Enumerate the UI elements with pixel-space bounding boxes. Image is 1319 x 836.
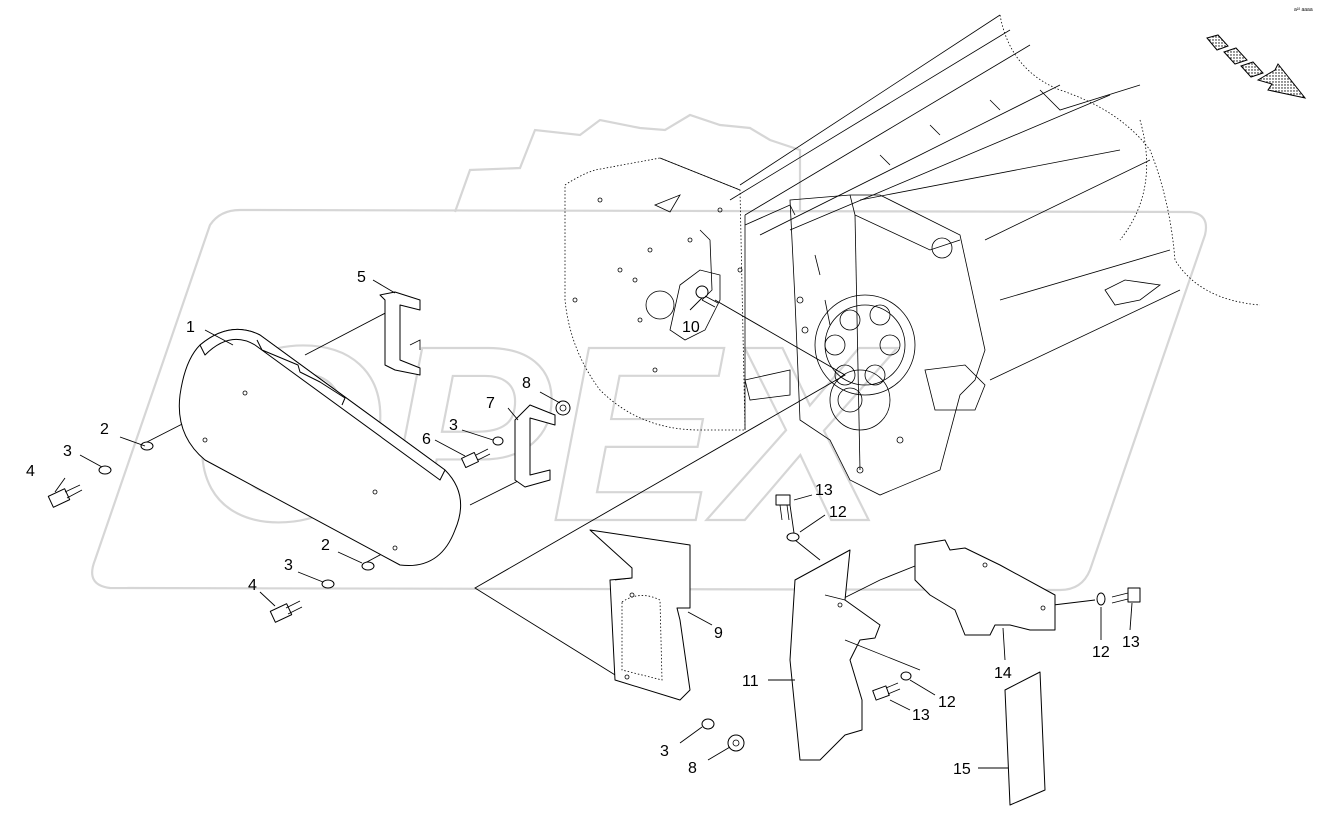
part-cover-14 [914,539,1056,636]
callout-leaders [54,279,1133,769]
part-shield-11 [789,549,921,761]
part-belt-guard [178,328,462,567]
callout-10: 10 [682,319,700,336]
bolt-4-lower [269,600,303,623]
callout-8a: 8 [522,375,531,392]
callout-14: 14 [994,665,1012,682]
washer-2-upper [140,441,154,451]
bolt-10 [695,285,719,308]
nut-8-upper [555,400,571,416]
washer-12-right [1096,592,1106,606]
washer-12-mid [900,671,912,681]
callout-13b: 13 [912,707,930,724]
part-panel-15 [1004,671,1046,806]
callout-3c: 3 [449,417,458,434]
callout-4b: 4 [248,577,257,594]
washer-3-mid [492,436,504,446]
callout-15: 15 [953,761,971,778]
part-bracket-7 [514,404,556,488]
bolt-13-mid [872,682,901,701]
callout-1: 1 [186,319,195,336]
washer-3-lower [321,579,335,589]
bolt-4-upper [47,484,83,508]
bolt-13-right [1111,587,1141,604]
callout-3a: 3 [63,443,72,460]
callout-3d: 3 [660,743,669,760]
callout-12a: 12 [829,504,847,521]
callout-13c: 13 [1122,634,1140,651]
callout-4a: 4 [26,463,35,480]
direction-arrow-icon [1206,34,1307,99]
callout-2b: 2 [321,537,330,554]
washer-2-lower [361,561,375,571]
callout-12b: 12 [938,694,956,711]
callout-12c: 12 [1092,644,1110,661]
part-bracket-5 [379,291,421,376]
hardware [47,285,1141,752]
bolt-6 [461,448,491,468]
nut-8-bottom [727,734,745,752]
callout-11: 11 [742,673,759,690]
callout-6: 6 [422,431,431,448]
callout-9: 9 [714,625,723,642]
machine-body [564,14,1261,496]
corner-note: a²² aaaa [1294,7,1313,13]
washer-3-upper [98,465,112,475]
washer-3-bottom [701,718,715,730]
callout-5: 5 [357,269,366,286]
callout-13a: 13 [815,482,833,499]
callout-8b: 8 [688,760,697,777]
bolt-13-top [775,494,791,521]
part-shield-9 [589,529,691,701]
callout-2a: 2 [100,421,109,438]
callout-3b: 3 [284,557,293,574]
washer-12-top [786,532,800,542]
callout-7: 7 [486,395,495,412]
callouts: 1 2 2 3 3 3 3 4 4 5 6 7 8 8 9 10 11 12 1… [26,269,1140,778]
